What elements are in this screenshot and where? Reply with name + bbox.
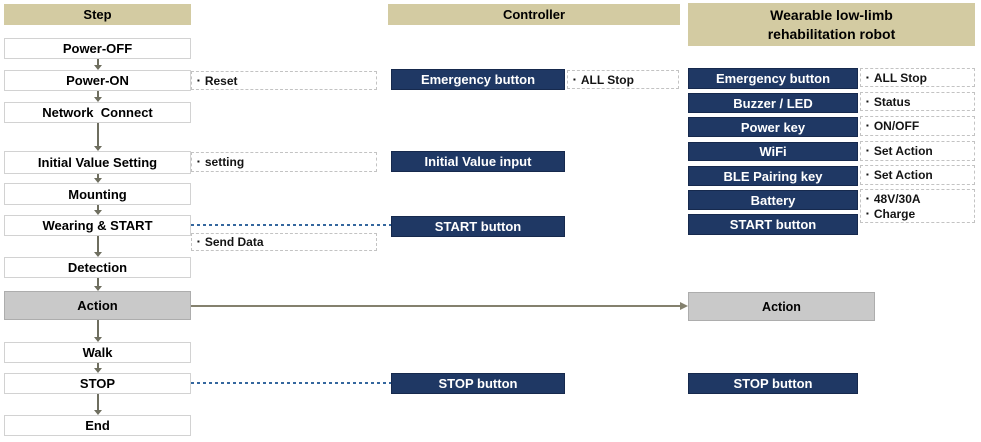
note-status: ▪ Status <box>860 92 975 111</box>
note-label: 48V/30A <box>873 191 921 206</box>
square-bullet-icon: ▪ <box>866 170 869 179</box>
note-reset: ▪ Reset <box>191 71 377 90</box>
flow-step-end: End <box>4 415 191 436</box>
note-label: Charge <box>873 206 916 221</box>
down-arrow-icon <box>93 278 102 291</box>
step-column-header: Step <box>4 4 191 25</box>
flow-step-detection: Detection <box>4 257 191 278</box>
square-bullet-icon: ▪ <box>197 157 200 166</box>
flow-step-initial-value-setting: Initial Value Setting <box>4 151 191 174</box>
note-robot-all-stop: ▪ ALL Stop <box>860 68 975 87</box>
robot-header-line1: Wearable low-limb <box>770 6 893 23</box>
note-label: Status <box>873 94 911 109</box>
note-label: setting <box>204 155 245 169</box>
flow-step-power-on: Power-ON <box>4 70 191 91</box>
robot-stop-button: STOP button <box>688 373 858 394</box>
robot-start-button: START button <box>688 214 858 235</box>
note-label: Set Action <box>873 144 933 158</box>
note-label: Set Action <box>873 168 933 182</box>
down-arrow-icon <box>93 205 102 215</box>
note-setting: ▪ setting <box>191 152 377 172</box>
note-label: Send Data <box>204 235 264 249</box>
square-bullet-icon: ▪ <box>866 96 869 106</box>
down-arrow-icon <box>93 363 102 373</box>
square-bullet-icon: ▪ <box>866 193 869 203</box>
connector-stop-to-stop-button <box>191 382 391 384</box>
robot-battery: Battery <box>688 190 858 210</box>
robot-action: Action <box>688 292 875 321</box>
flow-step-network-connect: Network Connect <box>4 102 191 123</box>
square-bullet-icon: ▪ <box>866 146 869 155</box>
square-bullet-icon: ▪ <box>866 72 869 82</box>
connector-wearing-start-to-start-button <box>191 224 391 226</box>
note-controller-all-stop: ▪ ALL Stop <box>567 70 679 89</box>
note-ble-set-action: ▪ Set Action <box>860 165 975 185</box>
flow-step-walk: Walk <box>4 342 191 363</box>
square-bullet-icon: ▪ <box>866 208 869 218</box>
down-arrow-icon <box>93 59 102 70</box>
down-arrow-icon <box>93 236 102 257</box>
square-bullet-icon: ▪ <box>197 237 200 246</box>
note-label: ALL Stop <box>580 72 634 87</box>
down-arrow-icon <box>93 320 102 342</box>
controller-emergency-button: Emergency button <box>391 69 565 90</box>
controller-start-button: START button <box>391 216 565 237</box>
flow-step-power-off: Power-OFF <box>4 38 191 59</box>
down-arrow-icon <box>93 123 102 151</box>
connector-action-arrow <box>191 302 688 310</box>
controller-stop-button: STOP button <box>391 373 565 394</box>
note-label: ALL Stop <box>873 70 927 85</box>
robot-power-key: Power key <box>688 117 858 137</box>
note-label: ON/OFF <box>873 119 920 133</box>
square-bullet-icon: ▪ <box>573 74 576 84</box>
square-bullet-icon: ▪ <box>197 75 200 85</box>
down-arrow-icon <box>93 91 102 102</box>
robot-column-header: Wearable low-limb rehabilitation robot <box>688 3 975 46</box>
flow-step-action: Action <box>4 291 191 320</box>
controller-initial-value-input: Initial Value input <box>391 151 565 172</box>
note-label: Reset <box>204 73 238 88</box>
note-battery-info: ▪ 48V/30A ▪ Charge <box>860 189 975 223</box>
square-bullet-icon: ▪ <box>866 121 869 130</box>
flow-step-wearing-start: Wearing & START <box>4 215 191 236</box>
note-wifi-set-action: ▪ Set Action <box>860 141 975 161</box>
note-on-off: ▪ ON/OFF <box>860 116 975 136</box>
robot-emergency-button: Emergency button <box>688 68 858 89</box>
robot-header-line2: rehabilitation robot <box>767 25 896 42</box>
robot-buzzer-led: Buzzer / LED <box>688 93 858 113</box>
controller-column-header: Controller <box>388 4 680 25</box>
robot-ble-pairing-key: BLE Pairing key <box>688 166 858 186</box>
flow-step-stop: STOP <box>4 373 191 394</box>
down-arrow-icon <box>93 394 102 415</box>
robot-wifi: WiFi <box>688 142 858 161</box>
note-send-data: ▪ Send Data <box>191 233 377 251</box>
down-arrow-icon <box>93 174 102 183</box>
flow-step-mounting: Mounting <box>4 183 191 205</box>
